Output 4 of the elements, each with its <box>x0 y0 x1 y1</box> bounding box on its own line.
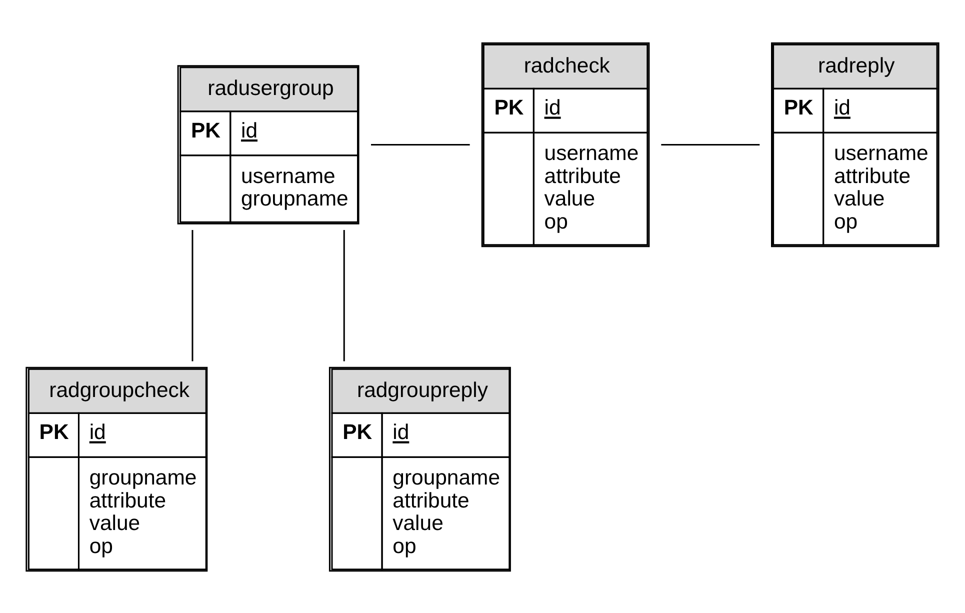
connector <box>343 230 345 361</box>
connector <box>192 230 194 361</box>
connector <box>371 143 470 145</box>
connector <box>661 143 760 145</box>
